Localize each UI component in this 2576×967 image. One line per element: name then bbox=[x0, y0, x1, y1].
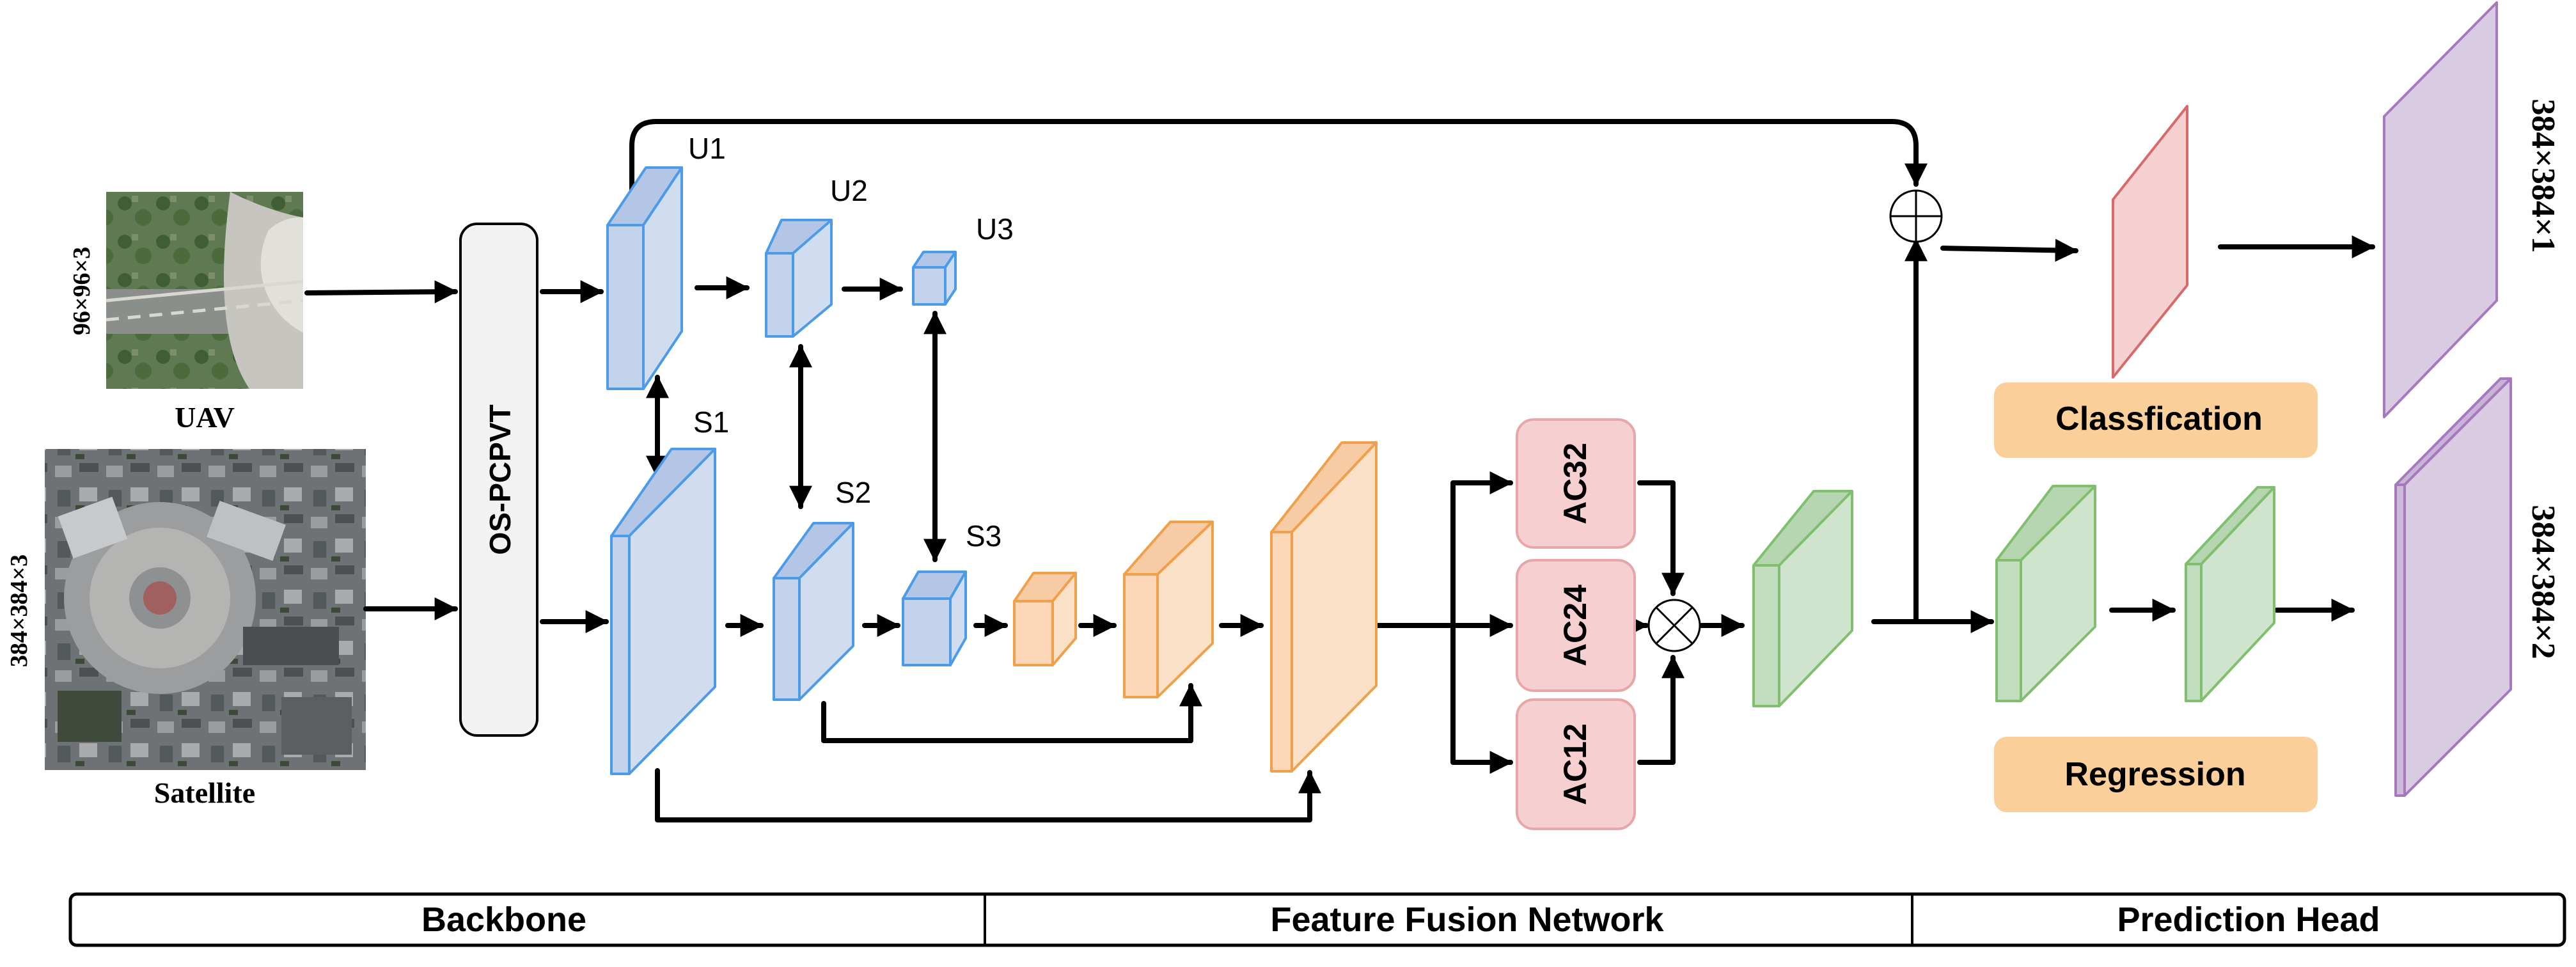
feature-u1 bbox=[606, 166, 683, 390]
classification-label-box: Classfication bbox=[1994, 382, 2318, 458]
section-bar: Backbone Feature Fusion Network Predicti… bbox=[68, 892, 2566, 947]
section-backbone: Backbone bbox=[421, 900, 586, 939]
fusion-feature-2 bbox=[1123, 521, 1214, 698]
fusion-feature-3 bbox=[1270, 441, 1378, 773]
ac24-block: AC24 bbox=[1516, 559, 1636, 692]
classification-label: Classfication bbox=[2055, 400, 2263, 437]
uav-size-label: 96×96×3 bbox=[68, 247, 95, 335]
regression-label: Regression bbox=[2064, 756, 2245, 793]
arrow-ac32-to-mult bbox=[1637, 480, 1685, 596]
output-regression-size: 384×384×2 bbox=[2525, 505, 2561, 659]
arrow-uav-to-backbone bbox=[304, 280, 458, 304]
multiply-icon bbox=[1647, 599, 1701, 652]
arrow-add-to-red bbox=[1940, 239, 2078, 262]
feature-u2 bbox=[765, 219, 833, 338]
stage-label-u2: U2 bbox=[830, 174, 868, 207]
uav-image bbox=[106, 192, 304, 389]
feature-s2 bbox=[773, 522, 854, 701]
satellite-label: Satellite bbox=[154, 776, 255, 809]
ac24-label: AC24 bbox=[1557, 585, 1593, 666]
stage-label-s3: S3 bbox=[966, 519, 1001, 553]
os-pcpvt-block bbox=[459, 223, 538, 737]
feature-s3 bbox=[902, 570, 967, 666]
stage-label-s2: S2 bbox=[835, 476, 871, 509]
regression-feature-2 bbox=[2185, 486, 2275, 702]
section-prediction-head: Prediction Head bbox=[2117, 900, 2380, 939]
stage-label-u1: U1 bbox=[688, 132, 726, 165]
regression-label-box: Regression bbox=[1994, 737, 2318, 812]
satellite-image bbox=[45, 449, 366, 770]
skip-s2-to-o2 bbox=[821, 683, 1202, 743]
feature-s1 bbox=[610, 448, 716, 775]
output-classification-map bbox=[2383, 1, 2498, 418]
section-feature-fusion: Feature Fusion Network bbox=[1270, 900, 1664, 939]
regression-feature-1 bbox=[1995, 485, 2096, 702]
ac12-block: AC12 bbox=[1516, 698, 1636, 830]
ac32-label: AC32 bbox=[1557, 443, 1593, 524]
skip-u1-to-add bbox=[629, 119, 1928, 194]
ac12-label: AC12 bbox=[1557, 723, 1593, 805]
output-regression-map bbox=[2394, 377, 2512, 797]
fusion-feature-1 bbox=[1013, 572, 1077, 666]
add-icon bbox=[1889, 189, 1943, 243]
ac32-block: AC32 bbox=[1516, 418, 1636, 549]
os-pcpvt-label: OS-PCPVT bbox=[483, 404, 517, 554]
fused-feature-green bbox=[1752, 490, 1853, 707]
skip-s1-to-o3 bbox=[655, 768, 1321, 822]
uav-label: UAV bbox=[175, 401, 235, 434]
stage-label-s1: S1 bbox=[693, 405, 729, 439]
arrow-to-ac32 bbox=[1450, 471, 1513, 628]
classification-feature bbox=[2112, 105, 2188, 379]
stage-label-u3: U3 bbox=[976, 212, 1014, 246]
feature-u3 bbox=[912, 251, 957, 306]
arrow-to-ac12 bbox=[1450, 623, 1513, 774]
satellite-size-label: 384×384×3 bbox=[6, 554, 33, 667]
arrow-ac12-to-mult bbox=[1637, 655, 1685, 765]
output-classification-size: 384×384×1 bbox=[2525, 98, 2561, 253]
